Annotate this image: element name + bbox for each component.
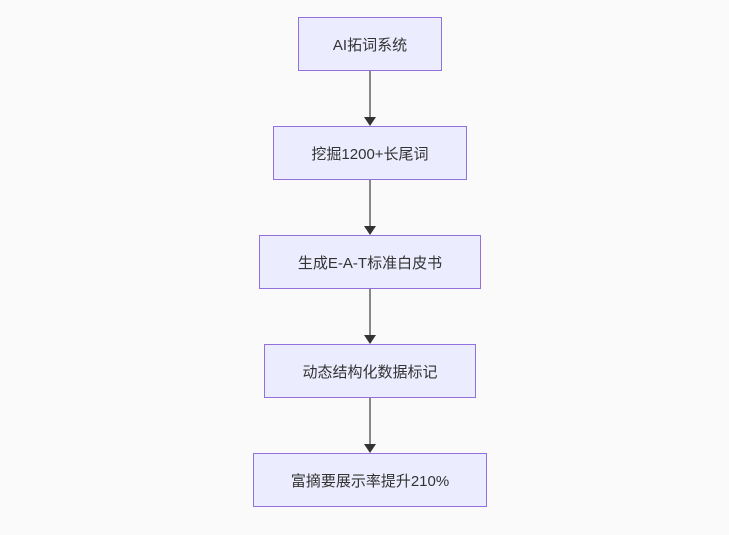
flow-node-rich-snippet-rate: 富摘要展示率提升210% <box>253 453 487 507</box>
arrow-down-icon <box>364 335 376 344</box>
arrow-down-icon <box>364 226 376 235</box>
arrow-line <box>369 71 371 118</box>
arrow-connector <box>364 289 376 344</box>
arrow-line <box>369 289 371 336</box>
flow-node-ai-keyword-system: AI拓词系统 <box>298 17 442 71</box>
arrow-line <box>369 180 371 227</box>
flow-node-structured-data-markup: 动态结构化数据标记 <box>264 344 476 398</box>
arrow-down-icon <box>364 444 376 453</box>
flow-node-eat-whitepaper: 生成E-A-T标准白皮书 <box>259 235 481 289</box>
flow-node-longtail-mining: 挖掘1200+长尾词 <box>273 126 467 180</box>
arrow-down-icon <box>364 117 376 126</box>
arrow-connector <box>364 398 376 453</box>
flowchart-column: AI拓词系统 挖掘1200+长尾词 生成E-A-T标准白皮书 动态结构化数据标记… <box>253 17 487 507</box>
arrow-connector <box>364 71 376 126</box>
arrow-line <box>369 398 371 445</box>
arrow-connector <box>364 180 376 235</box>
